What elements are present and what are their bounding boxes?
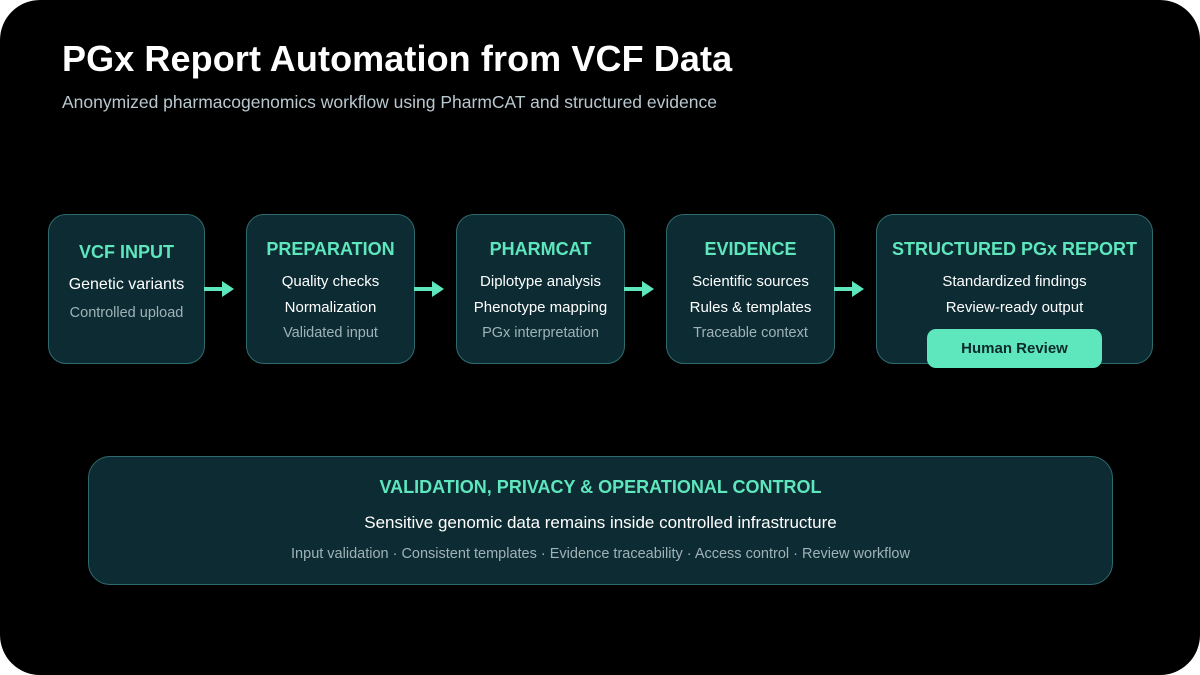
stage-note: PGx interpretation <box>482 325 599 341</box>
control-title: VALIDATION, PRIVACY & OPERATIONAL CONTRO… <box>379 477 822 497</box>
human-review-button[interactable]: Human Review <box>927 329 1102 368</box>
right-arrow-icon <box>414 281 444 297</box>
stage-title: PHARMCAT <box>489 239 592 259</box>
validation-control-panel: VALIDATION, PRIVACY & OPERATIONAL CONTRO… <box>88 456 1113 585</box>
stage-title: EVIDENCE <box>704 239 797 259</box>
stage-item: Phenotype mapping <box>473 299 608 316</box>
right-arrow-icon <box>204 281 234 297</box>
stage-vcf-input: VCF INPUT Genetic variants Controlled up… <box>48 214 205 364</box>
stage-item: Normalization <box>284 299 377 316</box>
stage-preparation: PREPARATION Quality checks Normalization… <box>246 214 415 364</box>
stage-item: Rules & templates <box>689 299 812 316</box>
stage-title: PREPARATION <box>266 239 395 259</box>
stage-item: Quality checks <box>281 273 380 290</box>
stage-item: Review-ready output <box>945 299 1084 316</box>
stage-pharmcat: PHARMCAT Diplotype analysis Phenotype ma… <box>456 214 625 364</box>
stage-item: Standardized findings <box>942 273 1087 290</box>
stage-item: Scientific sources <box>692 273 809 290</box>
right-arrow-icon <box>624 281 654 297</box>
stage-note: Traceable context <box>693 325 808 341</box>
stage-evidence: EVIDENCE Scientific sources Rules & temp… <box>666 214 835 364</box>
stage-item: Diplotype analysis <box>480 273 601 290</box>
stage-title: VCF INPUT <box>78 242 174 262</box>
stage-note: Controlled upload <box>69 305 184 321</box>
stage-title: STRUCTURED PGx REPORT <box>891 239 1138 259</box>
control-main-text: Sensitive genomic data remains inside co… <box>364 513 837 532</box>
stage-item: Genetic variants <box>68 276 185 293</box>
right-arrow-icon <box>834 281 864 297</box>
page-title: PGx Report Automation from VCF Data <box>62 38 733 79</box>
stage-note: Validated input <box>283 325 378 341</box>
control-sub-text: Input validation · Consistent templates … <box>291 546 910 562</box>
page-subtitle: Anonymized pharmacogenomics workflow usi… <box>62 92 717 112</box>
